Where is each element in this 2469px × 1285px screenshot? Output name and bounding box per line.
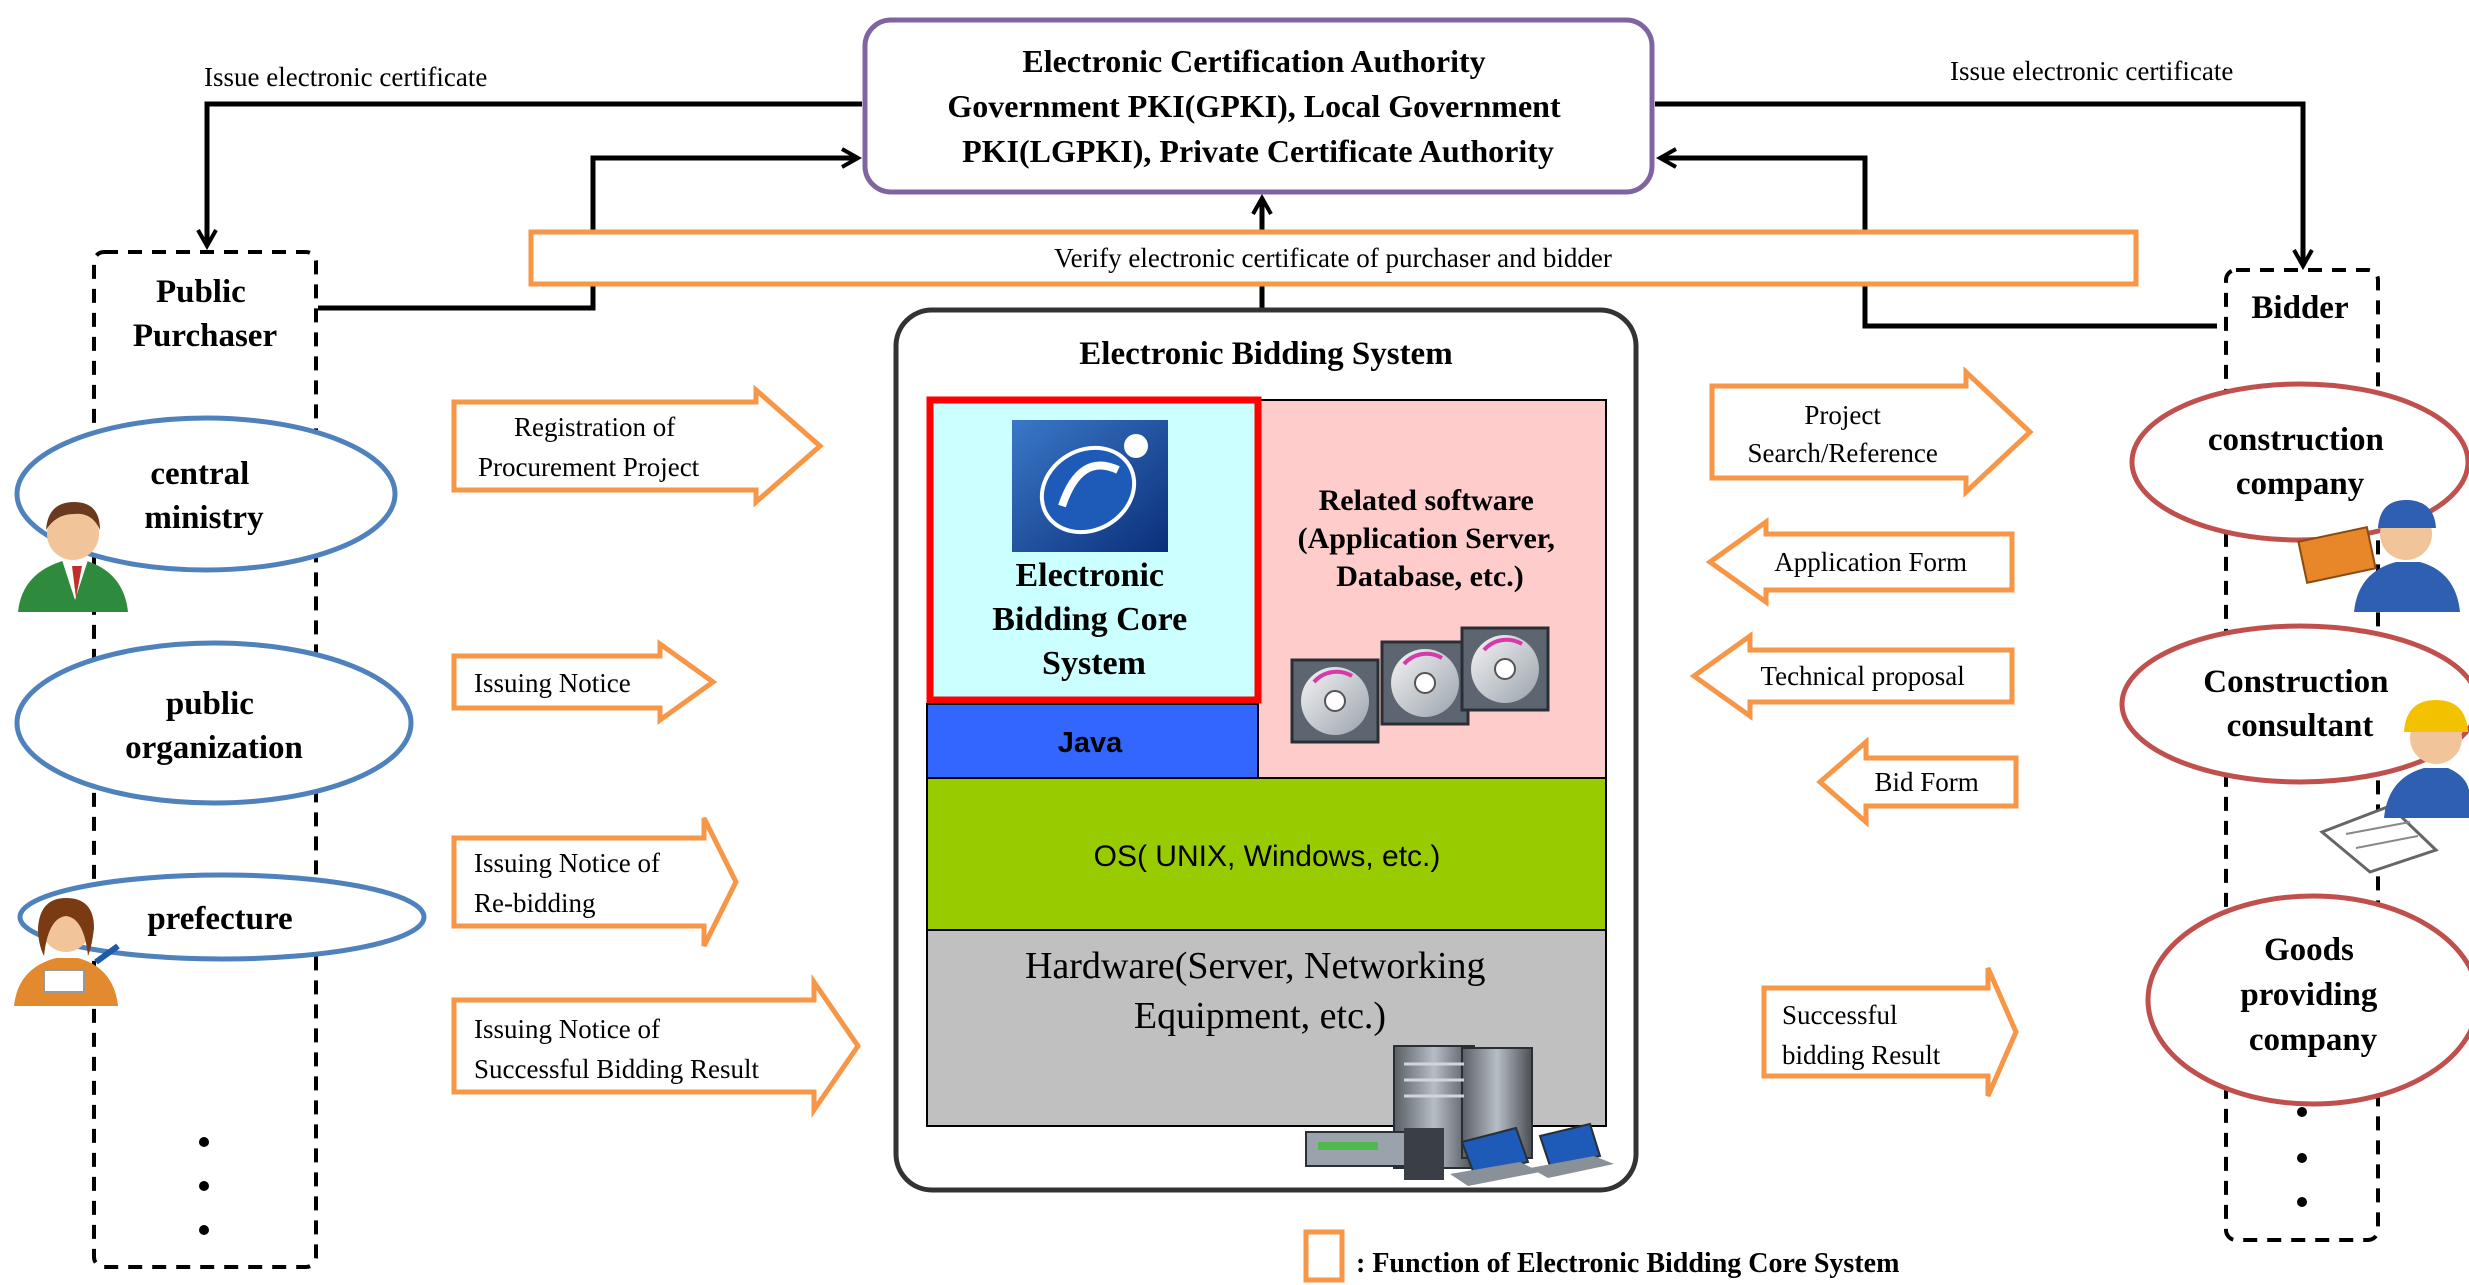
successful-result-line-1: Issuing Notice of	[474, 1014, 660, 1044]
issue-certificate-right-arrow	[1655, 101, 2303, 266]
core-system-line-2: Bidding Core	[992, 601, 1187, 638]
public-organization-line-1: public	[166, 686, 254, 722]
goods-providing-company-line-1: Goods	[2264, 932, 2354, 968]
rebidding-arrow	[451, 816, 739, 948]
project-search-arrow	[1709, 366, 2034, 498]
bid-form-arrow	[1816, 736, 2019, 828]
hardware-line-2: Equipment, etc.)	[1134, 995, 1386, 1037]
os-label: OS( UNIX, Windows, etc.)	[1094, 840, 1441, 873]
purchaser-more-dots	[199, 1137, 209, 1235]
businessman-person-icon	[18, 502, 128, 612]
svg-text:Project Search/Reference: Project Search/Reference Application For…	[1747, 400, 1985, 1070]
project-search-line-1: Project	[1804, 400, 1881, 430]
core-system-line-1: Electronic	[1015, 557, 1164, 594]
technical-proposal-label: Technical proposal	[1760, 661, 1964, 691]
svg-text:Electronic Certification Autho: Electronic Certification Authority Gover…	[947, 43, 1568, 169]
rebidding-line-2: Re-bidding	[474, 888, 596, 918]
successful-result-arrow	[451, 973, 862, 1119]
java-label: Java	[1058, 727, 1123, 759]
construction-consultant: Construction consultant	[2119, 623, 2469, 785]
public-purchaser-title-2: Purchaser	[133, 318, 277, 354]
application-form-arrow	[1705, 517, 2015, 607]
legend-label: : Function of Electronic Bidding Core Sy…	[1356, 1248, 1899, 1279]
application-form-label: Application Form	[1774, 547, 1967, 577]
public-organization-line-2: organization	[125, 730, 303, 766]
related-software-line-3: Database, etc.)	[1336, 560, 1523, 593]
servers-and-laptops-icon	[1305, 1045, 1614, 1186]
office-worker-person-icon	[14, 898, 120, 1006]
left-function-arrows	[451, 384, 862, 1119]
technical-proposal-arrow	[1689, 631, 2015, 721]
issuing-notice-arrow	[451, 639, 718, 725]
construction-company-line-1: construction	[2208, 422, 2384, 458]
svg-text:Construction consultant: Construction consultant	[2203, 664, 2396, 744]
central-ministry-line-1: central	[150, 456, 249, 492]
svg-text:construction company: construction company	[2208, 422, 2392, 502]
construction-company: construction company	[2129, 381, 2469, 543]
worker-with-toolbox-icon	[2297, 500, 2460, 612]
successful-bidding-line-1: Successful	[1782, 1000, 1897, 1030]
svg-text:prefecture: prefecture	[147, 901, 292, 937]
related-software-line-1: Related software	[1319, 484, 1534, 517]
hardware-line-1: Hardware(Server, Networking	[1025, 945, 1486, 987]
prefecture-label: prefecture	[147, 901, 292, 937]
software-discs-icon	[1290, 626, 1550, 744]
issue-certificate-right-label: Issue electronic certificate	[1950, 56, 2233, 86]
registration-line-2: Procurement Project	[478, 452, 700, 482]
svg-text:Registration of Procureme: Registration of Procurement Project Issu…	[474, 412, 759, 1084]
successful-result-line-2: Successful Bidding Result	[474, 1054, 759, 1084]
svg-text:Related software (Applicat: Related software (Application Server, Da…	[1298, 484, 1563, 593]
authority-line-1: Electronic Certification Authority	[1022, 43, 1485, 79]
svg-text:central ministry: central ministry	[144, 456, 264, 536]
successful-bidding-result-arrow	[1761, 966, 2019, 1098]
prefecture: prefecture	[17, 872, 427, 962]
svg-text:Public Purchaser: Public Purchaser	[133, 274, 277, 354]
issuing-notice-line-1: Issuing Notice	[474, 668, 631, 698]
central-ministry: central ministry	[14, 415, 398, 573]
goods-providing-company-line-2: providing	[2240, 977, 2377, 1013]
related-software-line-2: (Application Server,	[1298, 522, 1555, 555]
rebidding-line-1: Issuing Notice of	[474, 848, 660, 878]
bidding-core-logo-icon	[1012, 420, 1168, 552]
public-purchaser-title-1: Public	[156, 274, 246, 310]
legend-swatch	[1303, 1229, 1345, 1283]
right-function-arrows	[1689, 366, 2034, 1098]
issue-certificate-left-label: Issue electronic certificate	[204, 62, 487, 92]
registration-arrow	[451, 384, 824, 508]
java-layer	[926, 703, 1259, 779]
verify-certificate-bar	[528, 229, 2139, 287]
successful-bidding-line-2: bidding Result	[1782, 1040, 1941, 1070]
authority-line-2: Government PKI(GPKI), Local Government	[947, 88, 1561, 124]
core-system-line-3: System	[1042, 645, 1146, 682]
central-ministry-line-2: ministry	[144, 500, 264, 536]
os-layer	[926, 777, 1607, 931]
public-organization: public organization	[14, 640, 414, 806]
bidder-title: Bidder	[2251, 290, 2348, 326]
goods-providing-company: Goods providing company	[2145, 893, 2469, 1107]
svg-text:public organization: public organization	[125, 686, 303, 766]
svg-text:Electronic Bidding Core: Electronic Bidding Core System	[992, 557, 1195, 682]
authority-line-3: PKI(LGPKI), Private Certificate Authorit…	[962, 133, 1554, 169]
construction-company-line-2: company	[2236, 466, 2365, 502]
construction-consultant-line-2: consultant	[2227, 708, 2374, 744]
goods-providing-company-line-3: company	[2249, 1022, 2378, 1058]
certification-authority-box	[862, 17, 1655, 195]
verify-certificate-label: Verify electronic certificate of purchas…	[1054, 243, 1612, 273]
public-purchaser-column	[92, 250, 318, 1269]
bid-form-label: Bid Form	[1874, 767, 1978, 797]
svg-text:Hardware(Server, Networking: Hardware(Server, Networking Equipment, e…	[1025, 945, 1495, 1037]
svg-text:Goods providing co: Goods providing company	[2240, 932, 2385, 1058]
issue-certificate-left-arrow	[207, 101, 862, 246]
bidder-more-dots	[2297, 1107, 2307, 1207]
project-search-line-2: Search/Reference	[1747, 438, 1937, 468]
system-title: Electronic Bidding System	[1079, 336, 1452, 372]
engineer-with-blueprint-icon	[2319, 700, 2469, 874]
registration-line-1: Registration of	[514, 412, 675, 442]
construction-consultant-line-1: Construction	[2203, 664, 2388, 700]
